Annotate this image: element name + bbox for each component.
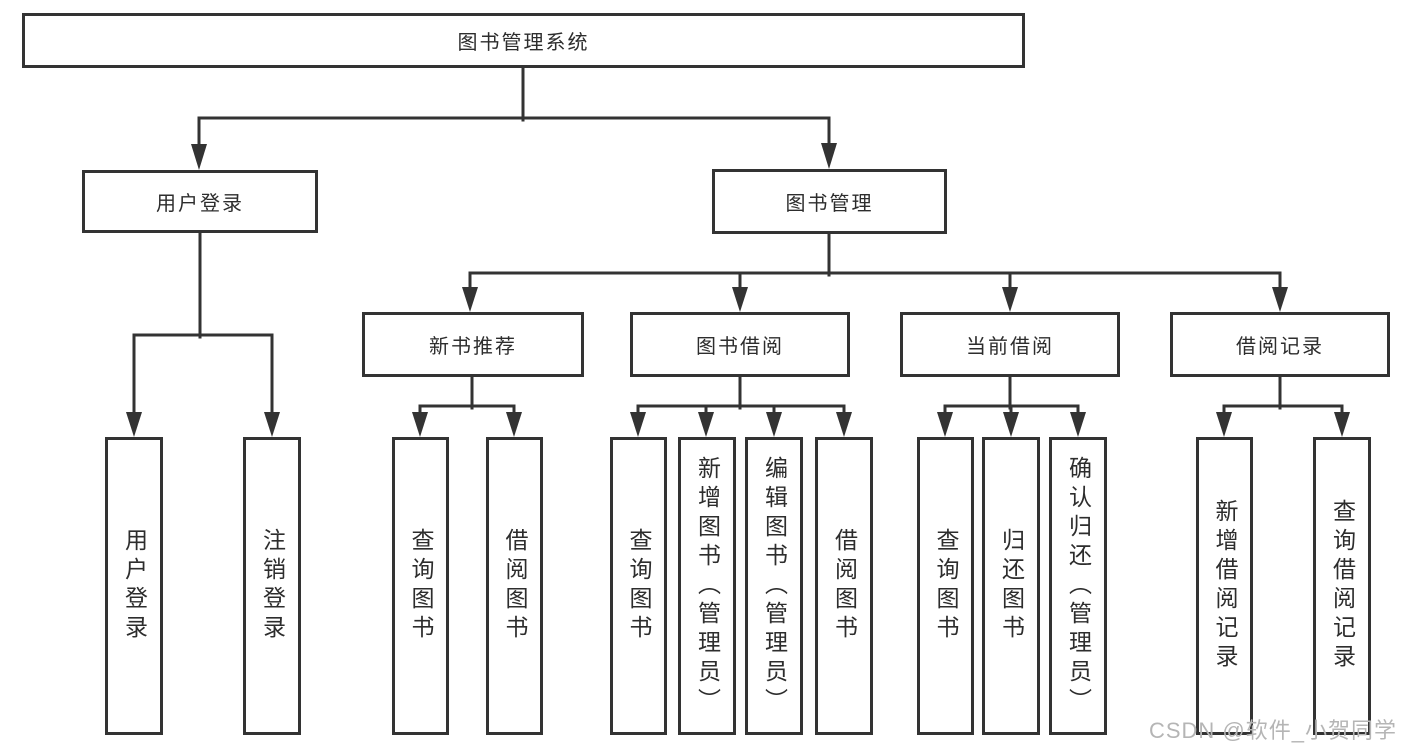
leaf-borrow-books-2: 借阅图书 <box>815 437 873 735</box>
leaf-query-books-current: 查询图书 <box>917 437 974 735</box>
leaf-add-book-admin: 新增图书（管理员） <box>678 437 736 735</box>
node-label: 借阅记录 <box>1236 336 1324 358</box>
leaf-label: 编辑图书（管理员） <box>761 455 788 717</box>
leaf-query-borrow-record: 查询借阅记录 <box>1313 437 1371 735</box>
leaf-label: 查询图书 <box>933 528 959 644</box>
leaf-label: 注销登录 <box>259 528 286 644</box>
leaf-label: 查询图书 <box>626 528 652 644</box>
leaf-label: 借阅图书 <box>502 528 528 644</box>
node-label: 图书借阅 <box>696 336 784 358</box>
leaf-logout: 注销登录 <box>243 437 301 735</box>
node-label: 图书管理系统 <box>457 32 590 54</box>
leaf-borrow-books-recommend: 借阅图书 <box>486 437 543 735</box>
node-label: 用户登录 <box>156 193 244 215</box>
node-label: 图书管理 <box>785 193 874 215</box>
leaf-label: 新增图书（管理员） <box>694 455 721 717</box>
leaf-label: 新增借阅记录 <box>1212 499 1238 673</box>
node-label: 当前借阅 <box>966 336 1054 358</box>
node-new-book-recommend: 新书推荐 <box>362 312 584 377</box>
leaf-query-books-recommend: 查询图书 <box>392 437 449 735</box>
node-borrow-records: 借阅记录 <box>1170 312 1390 377</box>
leaf-add-borrow-record: 新增借阅记录 <box>1196 437 1253 735</box>
node-label: 新书推荐 <box>429 336 517 358</box>
leaf-label: 确认归还（管理员） <box>1065 455 1092 717</box>
leaf-label: 查询图书 <box>408 528 434 644</box>
node-book-management: 图书管理 <box>712 169 947 234</box>
node-root: 图书管理系统 <box>22 13 1025 68</box>
leaf-confirm-return-admin: 确认归还（管理员） <box>1049 437 1107 735</box>
leaf-user-login: 用户登录 <box>105 437 163 735</box>
node-book-borrow: 图书借阅 <box>630 312 850 377</box>
node-user-login: 用户登录 <box>82 170 318 233</box>
watermark: CSDN @软件_小贺同学 <box>1148 718 1397 743</box>
leaf-label: 借阅图书 <box>831 528 858 644</box>
node-current-borrow: 当前借阅 <box>900 312 1120 377</box>
leaf-edit-book-admin: 编辑图书（管理员） <box>745 437 803 735</box>
leaf-label: 用户登录 <box>121 528 148 644</box>
leaf-label: 查询借阅记录 <box>1329 499 1356 673</box>
leaf-query-books-borrow: 查询图书 <box>610 437 667 735</box>
leaf-return-book: 归还图书 <box>982 437 1040 735</box>
leaf-label: 归还图书 <box>998 528 1025 644</box>
